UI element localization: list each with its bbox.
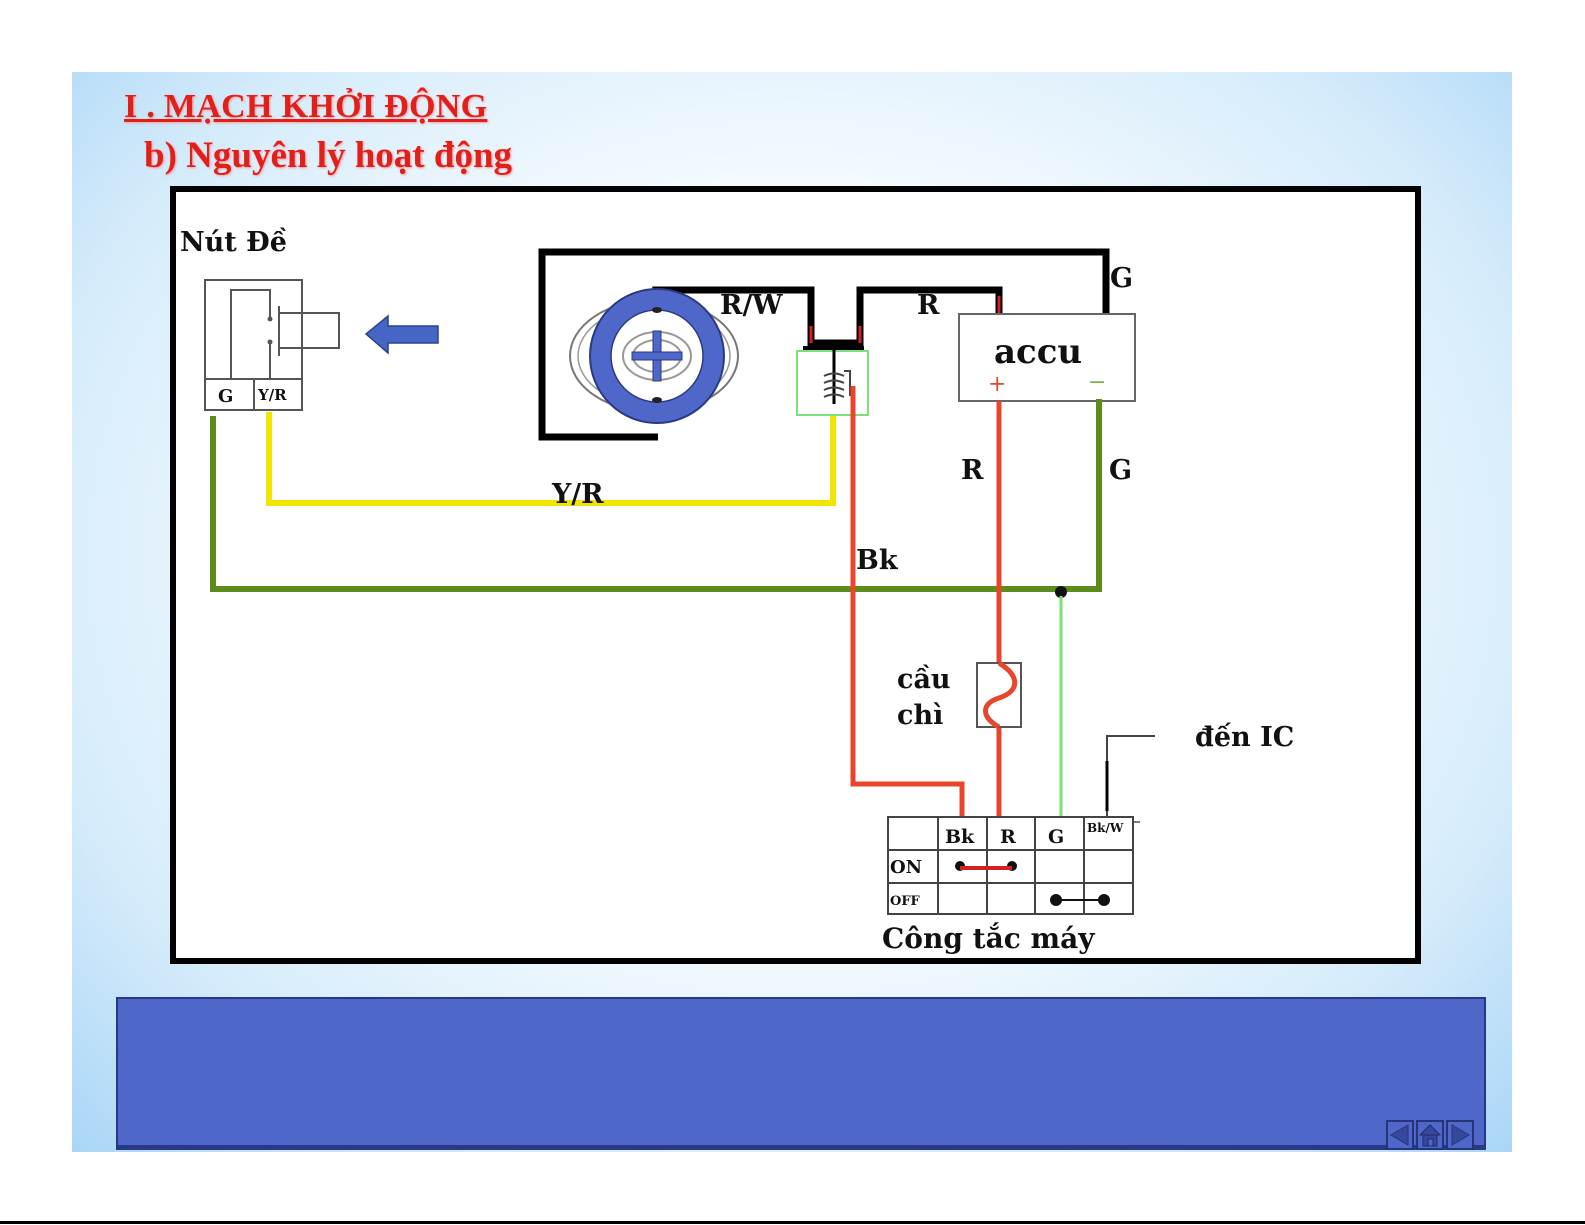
wire-label-r-top: R xyxy=(917,290,940,321)
start-button-label: Nút Đề xyxy=(180,226,287,258)
start-button-terminal-g: G xyxy=(218,386,233,407)
starter-relay-icon xyxy=(796,346,869,416)
press-arrow-icon xyxy=(364,314,439,355)
starter-motor-icon xyxy=(569,288,739,424)
switch-col-bk: Bk xyxy=(945,826,975,848)
battery-plus-terminal: + xyxy=(988,372,1006,397)
fuse-icon xyxy=(976,660,1022,730)
ignition-switch-label: Công tắc máy xyxy=(882,922,1095,955)
home-button[interactable] xyxy=(1416,1120,1444,1150)
prev-slide-button[interactable] xyxy=(1386,1120,1414,1150)
battery-minus-terminal: − xyxy=(1088,370,1106,395)
wire-red-bk xyxy=(850,386,965,821)
wire-label-g-top: G xyxy=(1110,263,1133,294)
triangle-right-icon xyxy=(1451,1124,1470,1146)
triangle-left-icon xyxy=(1390,1124,1409,1146)
wire-label-bk: Bk xyxy=(856,545,899,576)
home-icon xyxy=(1418,1124,1442,1147)
switch-row-on: ON xyxy=(890,857,922,878)
next-slide-button[interactable] xyxy=(1446,1120,1474,1150)
wire-yellow-yr xyxy=(266,412,836,506)
fuse-label-line2: chì xyxy=(897,700,943,731)
battery-box xyxy=(958,313,1136,402)
wire-label-rw: R/W xyxy=(720,290,783,321)
wire-green-ground xyxy=(210,399,1102,592)
fuse-label-line1: cầu xyxy=(897,663,951,695)
switch-col-r: R xyxy=(1000,826,1016,848)
slide-subtitle: b) Nguyên lý hoạt động xyxy=(144,135,513,176)
switch-row-off: OFF xyxy=(890,894,921,909)
wire-rw xyxy=(652,286,1003,347)
wire-to-ic xyxy=(1106,735,1155,822)
page-bottom-border xyxy=(0,1221,1585,1224)
wire-label-g-mid: G xyxy=(1109,455,1132,486)
circuit-diagram: Nút Đề G Y/R xyxy=(170,186,1421,964)
switch-col-bkw: Bk/W xyxy=(1087,821,1124,835)
ground-junction xyxy=(1055,586,1067,598)
ic-label: đến IC xyxy=(1195,721,1294,753)
battery-label: accu xyxy=(994,332,1082,372)
note-box xyxy=(116,997,1486,1147)
slide-title: I . MẠCH KHỞI ĐỘNG xyxy=(124,88,488,125)
wire-black-outer xyxy=(538,248,1110,441)
circuit-svg: Nút Đề G Y/R xyxy=(180,226,1294,955)
start-button-symbol xyxy=(204,279,340,411)
ignition-switch-table xyxy=(887,816,1134,915)
switch-col-g: G xyxy=(1048,826,1064,848)
slide: I . MẠCH KHỞI ĐỘNG b) Nguyên lý hoạt độn… xyxy=(72,72,1512,1152)
start-button-terminal-yr: Y/R xyxy=(257,386,287,404)
wire-label-r-mid: R xyxy=(961,455,984,486)
wire-label-yr: Y/R xyxy=(551,479,604,510)
